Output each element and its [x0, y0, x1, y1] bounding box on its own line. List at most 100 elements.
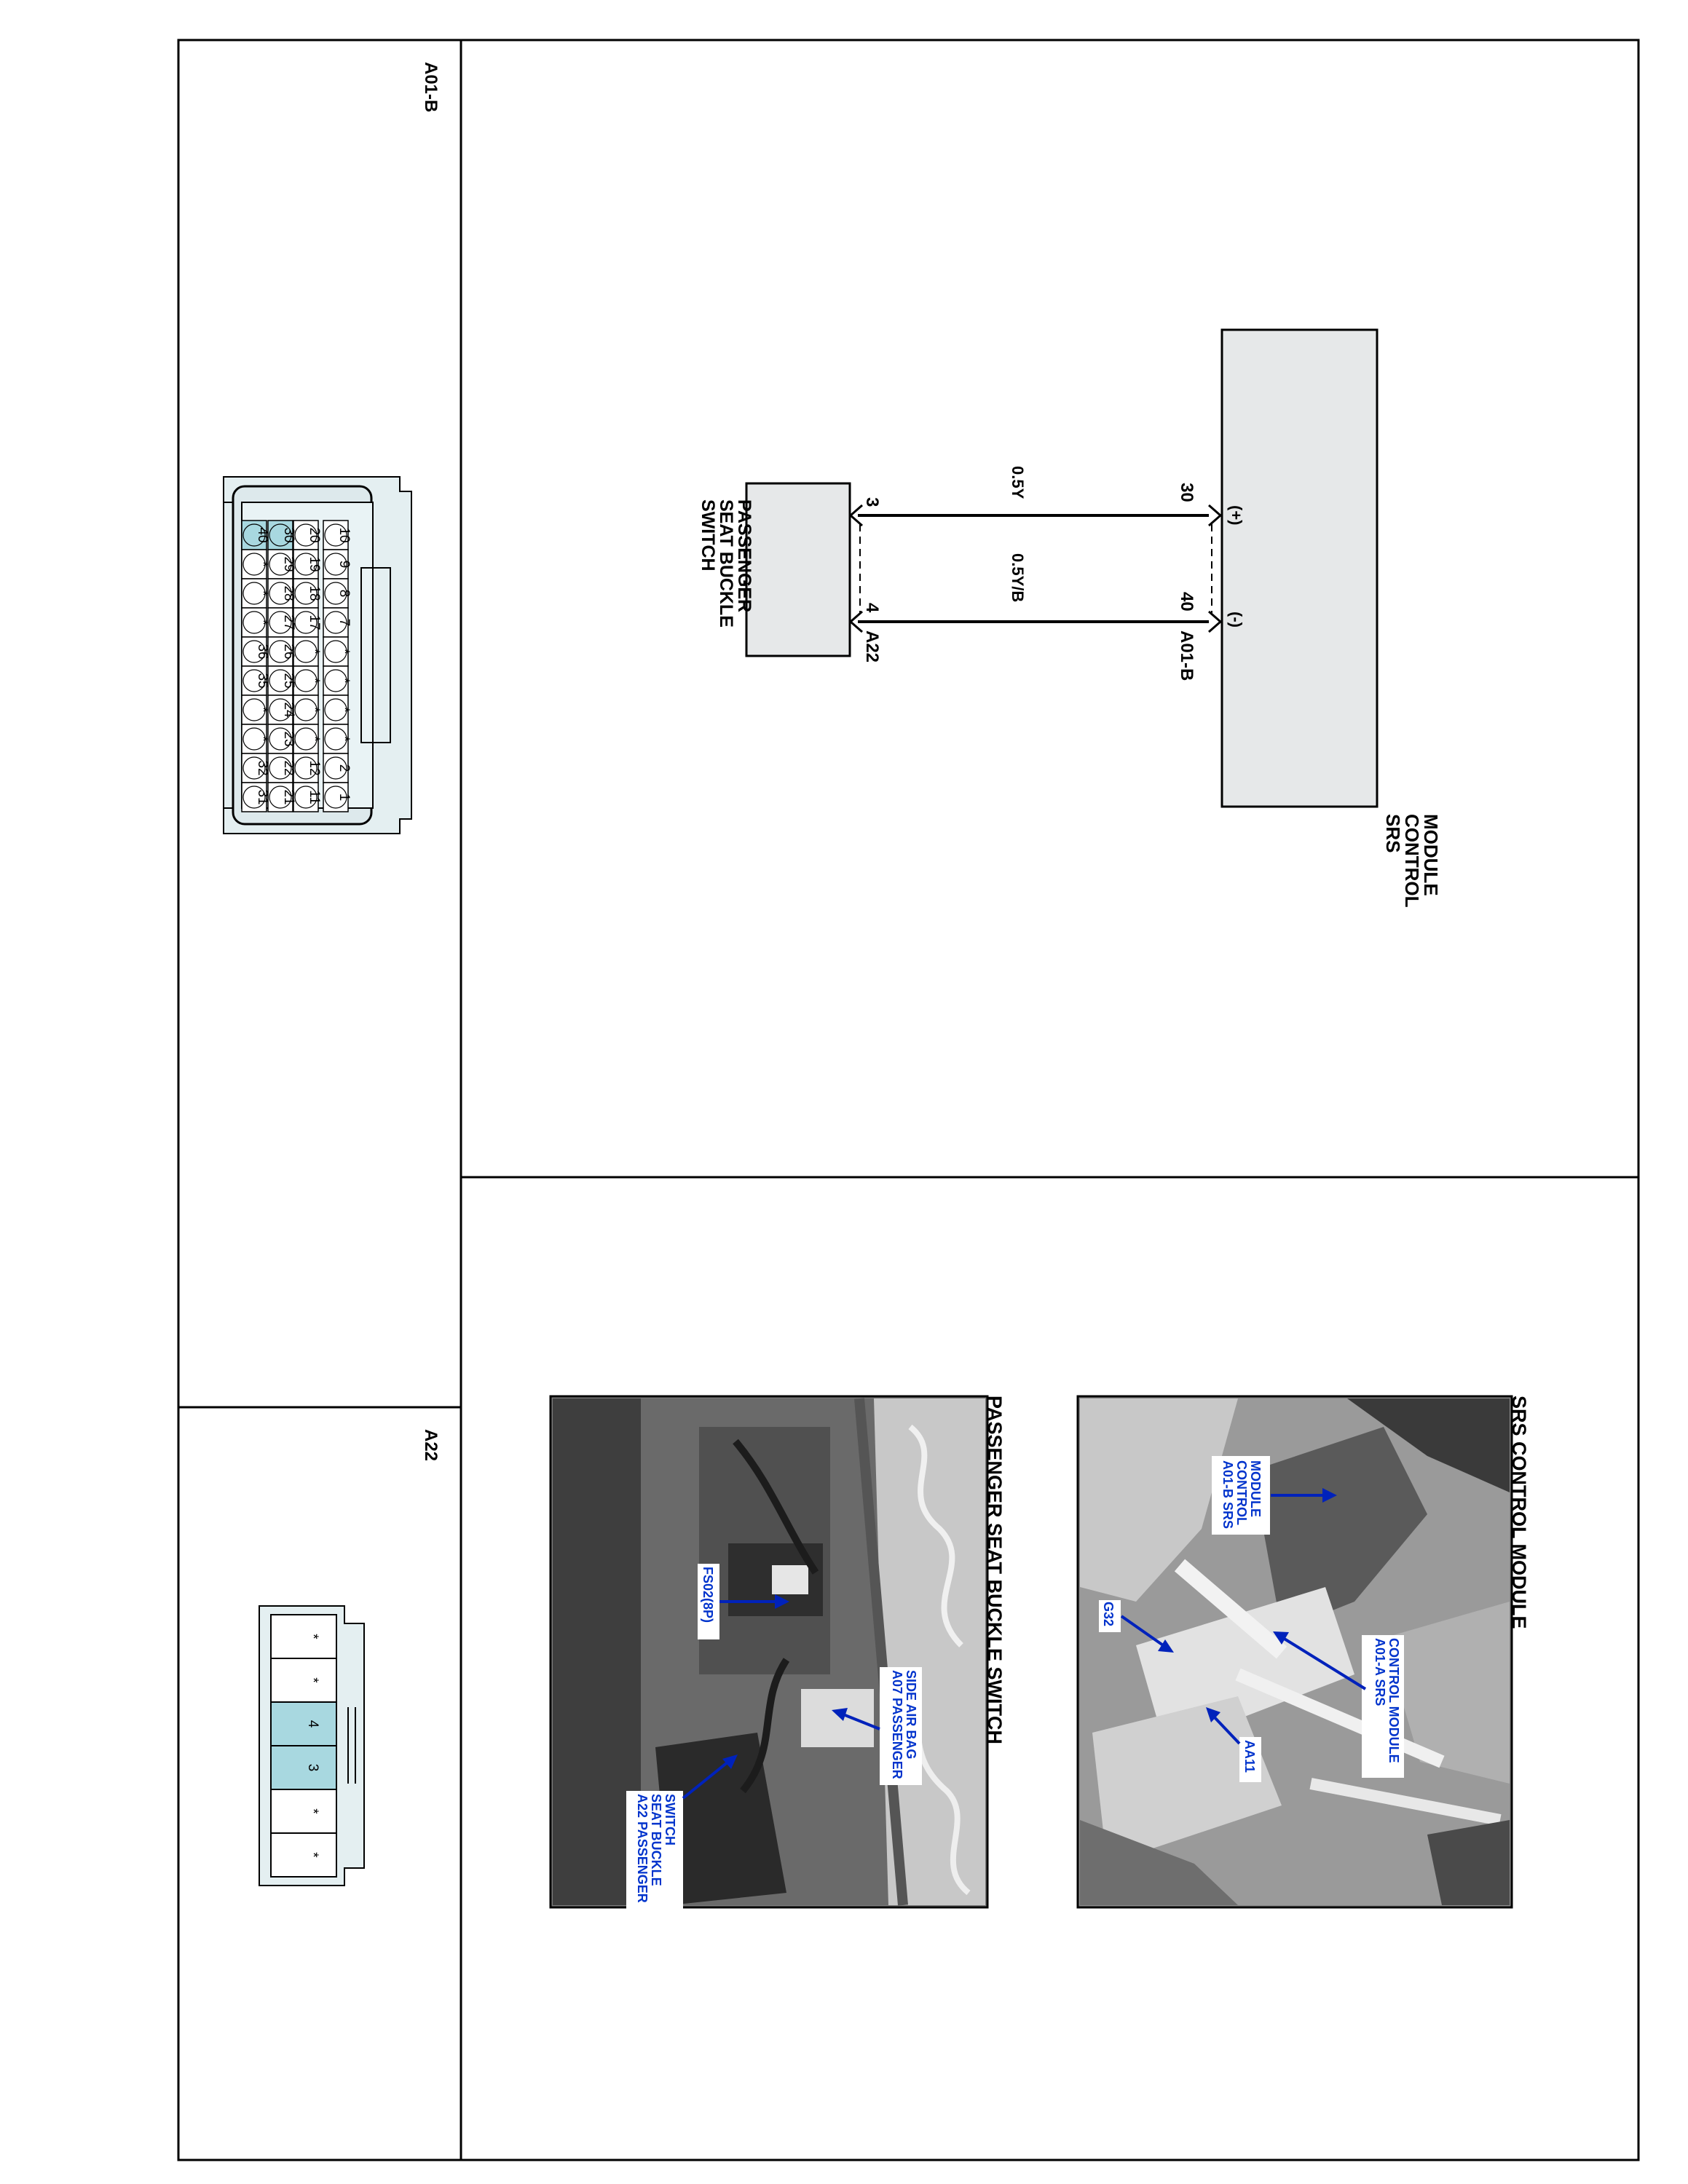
a01b-pin-cell: [323, 782, 349, 812]
a01b-pin-cell: [241, 782, 267, 812]
a01b-pin-label: 32: [255, 760, 270, 775]
passenger-seat-buckle-switch-label: PASSENGER SEAT BUCKLE SWITCH: [698, 499, 754, 628]
a22-pin-label: 4: [305, 1720, 320, 1728]
a22-pin-label: *: [305, 1677, 320, 1683]
a01b-pin-ring: [324, 756, 347, 780]
a01b-connector-title: A01-B: [421, 62, 441, 112]
a01b-pin-ring: [294, 553, 318, 576]
a01b-pin-cell: [241, 636, 267, 667]
a01b-pin-cell: [293, 782, 319, 812]
svg-text:MODULE: MODULE: [1420, 814, 1442, 896]
a01b-pin-label: 23: [281, 731, 296, 746]
a01b-pin-cell: [267, 636, 293, 667]
a01b-pin-ring: [242, 756, 266, 780]
a01b-pin-label: 2: [336, 764, 352, 772]
a01b-pin-ring: [242, 640, 266, 663]
a01b-pin-cell: [241, 665, 267, 696]
module-connector-id: A01-B: [1177, 630, 1196, 681]
a01b-pin-ring: [269, 640, 292, 663]
a01b-pin-ring: [324, 727, 347, 751]
a01b-pin-ring: [269, 669, 292, 692]
switch-terminal-3: [848, 504, 863, 527]
a01b-pin-label: 24: [281, 702, 296, 718]
a01b-pin-cell: [241, 753, 267, 783]
a01b-pin-label: 1: [336, 794, 352, 802]
svg-text:MODULE: MODULE: [1248, 1460, 1263, 1517]
a01b-pin-ring: [294, 582, 318, 605]
photo-passenger-seat-buckle-switch: PASSENGER SEAT BUCKLE SWITCH FS02(8P) A0…: [549, 1395, 1006, 1918]
a01b-pin-label: 30: [281, 527, 296, 542]
callout-g32: G32: [1101, 1602, 1116, 1626]
svg-text:SWITCH: SWITCH: [663, 1794, 677, 1845]
a01b-pin-cell: [267, 665, 293, 696]
a01b-pin-cell: [323, 665, 349, 696]
a01b-pin-ring: [324, 640, 347, 663]
a22-pin-label: *: [305, 1808, 320, 1814]
svg-text:PASSENGER: PASSENGER: [734, 499, 754, 612]
a01b-pin-ring: [269, 786, 292, 809]
callout-fs02: FS02(8P): [701, 1567, 715, 1623]
a01b-pin-ring: [242, 523, 266, 547]
svg-text:SRS: SRS: [1382, 814, 1404, 852]
a01b-pin-label: 27: [281, 614, 296, 630]
callout-a01a-srs-control-module: A01-A SRS CONTROL MODULE: [1373, 1638, 1401, 1763]
a01b-pin-ring: [324, 611, 347, 634]
a01b-pin-cell: [323, 695, 349, 725]
a01b-pin-label: 40: [255, 527, 270, 542]
a01b-pin-cell: [293, 753, 319, 783]
a01b-pin-label: 26: [281, 644, 296, 659]
a01b-pin-label: 35: [255, 673, 270, 688]
a01b-pin-cell: [293, 520, 319, 550]
a01b-pin-ring: [269, 523, 292, 547]
a01b-pin-label: *: [336, 649, 352, 654]
a01b-pin-cell: [267, 695, 293, 725]
a01b-pin-label: 22: [281, 760, 296, 775]
svg-text:SEAT BUCKLE: SEAT BUCKLE: [716, 499, 736, 628]
a01b-pin-ring: [294, 640, 318, 663]
switch-connector-id: A22: [862, 630, 882, 662]
a22-pin-label: *: [305, 1852, 320, 1858]
a22-connector-title: A22: [421, 1429, 441, 1461]
a01b-pin-label: 29: [281, 556, 296, 571]
a01b-pin-ring: [242, 698, 266, 721]
a01b-pin-grid: 10987****2120191817****12113029282726252…: [241, 520, 352, 812]
a01b-pin-label: 18: [307, 585, 322, 601]
a01b-pin-cell: [267, 782, 293, 812]
module-pin-40: 40: [1177, 592, 1196, 612]
a01b-pin-ring: [324, 553, 347, 576]
a01b-connector-face: 10987****2120191817****12113029282726252…: [223, 476, 412, 834]
a01b-pin-cell: [323, 636, 349, 667]
svg-text:CONTROL: CONTROL: [1234, 1460, 1249, 1525]
a01b-pin-cell: [323, 607, 349, 638]
a01b-pin-label: 10: [336, 527, 352, 542]
a01b-pin-ring: [294, 523, 318, 547]
a01b-pin-ring: [269, 698, 292, 721]
a01b-pin-label: 36: [255, 644, 270, 659]
a01b-pin-ring: [324, 523, 347, 547]
a01b-pin-ring: [324, 786, 347, 809]
svg-text:CONTROL: CONTROL: [1401, 814, 1423, 908]
a01b-pin-label: *: [255, 561, 270, 567]
a01b-pin-label: 21: [281, 789, 296, 804]
a01b-pin-label: *: [336, 707, 352, 713]
a01b-pin-ring: [269, 727, 292, 751]
a22-pin-cell: [270, 1832, 337, 1878]
svg-text:SWITCH: SWITCH: [698, 499, 718, 571]
srs-control-module-box: [1220, 328, 1379, 808]
a01b-pin-label: 20: [307, 527, 322, 542]
a01b-pin-ring: [242, 727, 266, 751]
a01b-pin-cell: [267, 578, 293, 609]
a01b-pin-label: 28: [281, 585, 296, 601]
srs-control-module-label: SRS CONTROL MODULE: [1382, 814, 1442, 908]
a22-pin-cell: [270, 1658, 337, 1703]
callout-a07-passenger-side-air-bag: A07 PASSENGER SIDE AIR BAG: [890, 1670, 918, 1779]
switch-pin-4: 4: [862, 603, 882, 613]
a01b-pin-cell: [293, 549, 319, 579]
schematic: SRS CONTROL MODULE PASSENGER SEAT BUCKLE…: [698, 328, 1442, 908]
a01b-pin-label: *: [307, 707, 322, 713]
a01b-pin-label: 19: [307, 556, 322, 571]
a01b-pin-ring: [269, 611, 292, 634]
srs-photo-texture: [1080, 1398, 1510, 1905]
page-frame: [177, 39, 1640, 2161]
a01b-pin-label: *: [255, 736, 270, 742]
